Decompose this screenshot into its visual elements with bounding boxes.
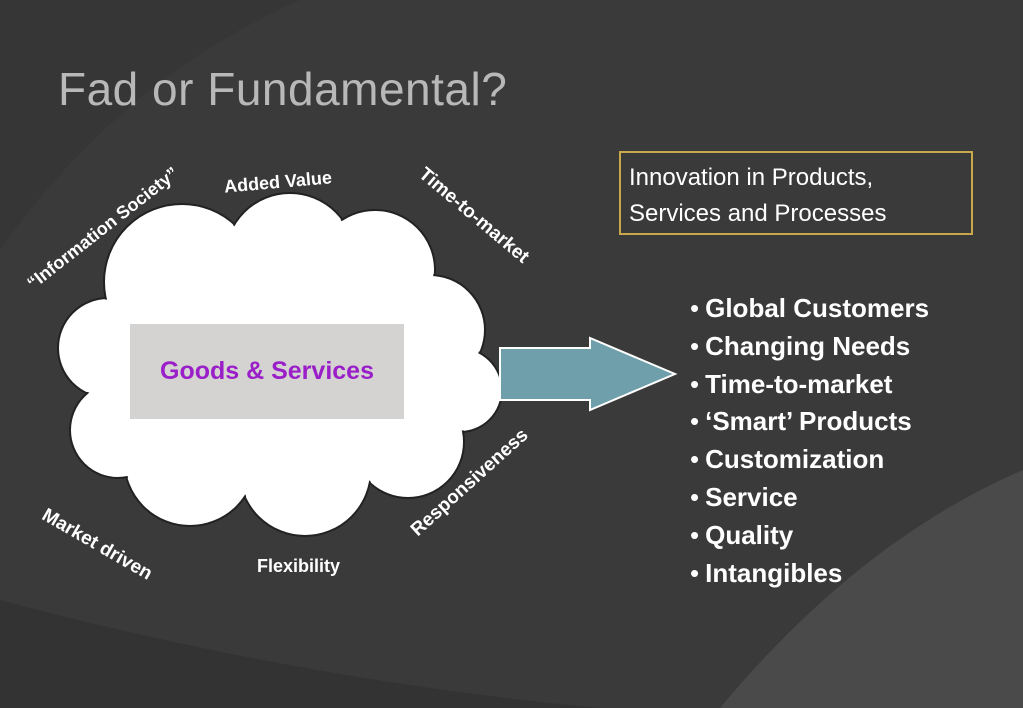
bullet-dot: • <box>690 368 700 399</box>
bullet-text: Time-to-market <box>705 368 893 399</box>
bullet-item: •Global Customers <box>690 290 929 328</box>
bullet-item: •Customization <box>690 441 929 479</box>
bullet-text: ‘Smart’ Products <box>705 406 912 437</box>
goods-services-label: Goods & Services <box>160 357 374 385</box>
bullet-item: •Service <box>690 479 929 517</box>
bullet-text: Intangibles <box>705 557 843 588</box>
bullet-text: Changing Needs <box>705 330 911 361</box>
innovation-box: Innovation in Products, Services and Pro… <box>619 151 973 235</box>
bullet-dot: • <box>690 444 700 475</box>
bullet-dot: • <box>690 481 700 512</box>
bullet-text: Service <box>705 481 798 512</box>
innovation-line-2: Services and Processes <box>629 200 887 227</box>
goods-services-box: Goods & Services <box>130 324 404 419</box>
label-flexibility: Flexibility <box>257 556 341 576</box>
bullet-item: •‘Smart’ Products <box>690 403 929 441</box>
bullet-item: •Changing Needs <box>690 328 929 366</box>
bullet-dot: • <box>690 293 700 323</box>
bullet-item: •Time-to-market <box>690 366 929 404</box>
bullet-text: Customization <box>705 444 885 475</box>
bullet-dot: • <box>690 406 700 437</box>
bullet-item: •Quality <box>690 517 929 555</box>
bullet-dot: • <box>690 519 700 550</box>
bullet-list: •Global Customers •Changing Needs •Time-… <box>690 290 929 592</box>
bullet-item: •Intangibles <box>690 555 929 593</box>
right-arrow <box>499 336 678 412</box>
bullet-dot: • <box>690 557 700 588</box>
bullet-text: Quality <box>705 519 794 550</box>
slide-title: Fad or Fundamental? <box>58 63 508 115</box>
bullet-dot: • <box>690 330 700 361</box>
bullet-text: Global Customers <box>705 293 930 323</box>
innovation-line-1: Innovation in Products, <box>629 164 874 191</box>
